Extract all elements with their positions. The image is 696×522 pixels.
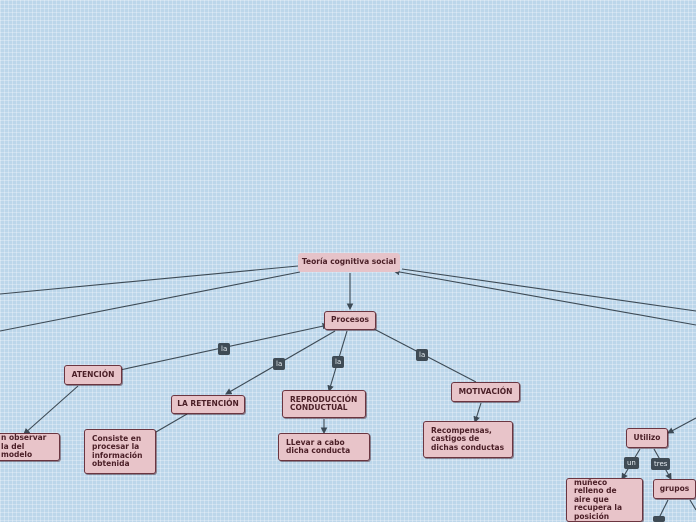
edge-tag-la-motivacion: la — [416, 349, 429, 361]
node-utilizo-label: Utilizo — [633, 432, 661, 442]
node-retencion-desc[interactable]: Consiste en procesar la información obte… — [84, 429, 156, 474]
edge-grupos-down-2 — [689, 499, 696, 511]
node-grupos[interactable]: grupos — [653, 479, 696, 499]
node-reproduccion-desc[interactable]: LLevar a cabo dicha conducta — [278, 433, 370, 461]
node-atencion-desc-label: n observar la del modelo — [1, 433, 47, 460]
node-muneco-label: muñeco relleno de aire que recupera la p… — [574, 478, 623, 521]
node-procesos-label: Procesos — [331, 315, 369, 325]
node-reproduccion-label: REPRODUCCIÓN CONDUCTUAL — [290, 394, 358, 412]
edge-tag-tres: tres — [651, 458, 671, 470]
node-motivacion[interactable]: MOTIVACIÓN — [451, 382, 520, 402]
edge-tag-la-retencion: la — [273, 358, 286, 370]
node-atencion-label: ATENCIÓN — [71, 369, 115, 379]
edge-tag-cut — [653, 516, 665, 522]
node-retencion-desc-label: Consiste en procesar la información obte… — [92, 433, 143, 468]
node-retencion[interactable]: LA RETENCIÓN — [171, 395, 245, 414]
node-motivacion-desc[interactable]: Recompensas, castigos de dichas conducta… — [423, 421, 513, 458]
edge-atencion-desc — [23, 385, 79, 435]
edge-root-left-2 — [0, 271, 301, 332]
node-atencion[interactable]: ATENCIÓN — [64, 365, 122, 385]
edge-right-utilizo — [667, 417, 696, 434]
node-reproduccion-desc-label: LLevar a cabo dicha conducta — [286, 437, 351, 455]
node-utilizo[interactable]: Utilizo — [626, 428, 668, 448]
node-reproduccion[interactable]: REPRODUCCIÓN CONDUCTUAL — [282, 390, 366, 418]
node-retencion-label: LA RETENCIÓN — [177, 399, 239, 409]
edge-motivacion-desc — [473, 402, 482, 424]
edge-root-left-1 — [0, 265, 299, 295]
edge-retencion-desc — [155, 413, 188, 433]
node-grupos-label: grupos — [659, 483, 690, 493]
edge-tag-la-reproduccion: la — [332, 356, 345, 368]
node-muneco[interactable]: muñeco relleno de aire que recupera la p… — [566, 478, 643, 522]
node-motivacion-label: MOTIVACIÓN — [458, 386, 513, 396]
root-node[interactable]: Teoría cognitiva social — [298, 253, 400, 272]
node-motivacion-desc-label: Recompensas, castigos de dichas conducta… — [431, 425, 505, 452]
node-atencion-desc[interactable]: n observar la del modelo — [0, 433, 60, 461]
edge-right-to-root — [392, 268, 696, 326]
node-procesos[interactable]: Procesos — [324, 311, 376, 330]
edge-root-right-1 — [401, 268, 696, 312]
root-node-label: Teoría cognitiva social — [301, 257, 397, 267]
edge-tag-un: un — [624, 457, 639, 469]
edge-tag-la-atencion: la — [218, 343, 231, 355]
